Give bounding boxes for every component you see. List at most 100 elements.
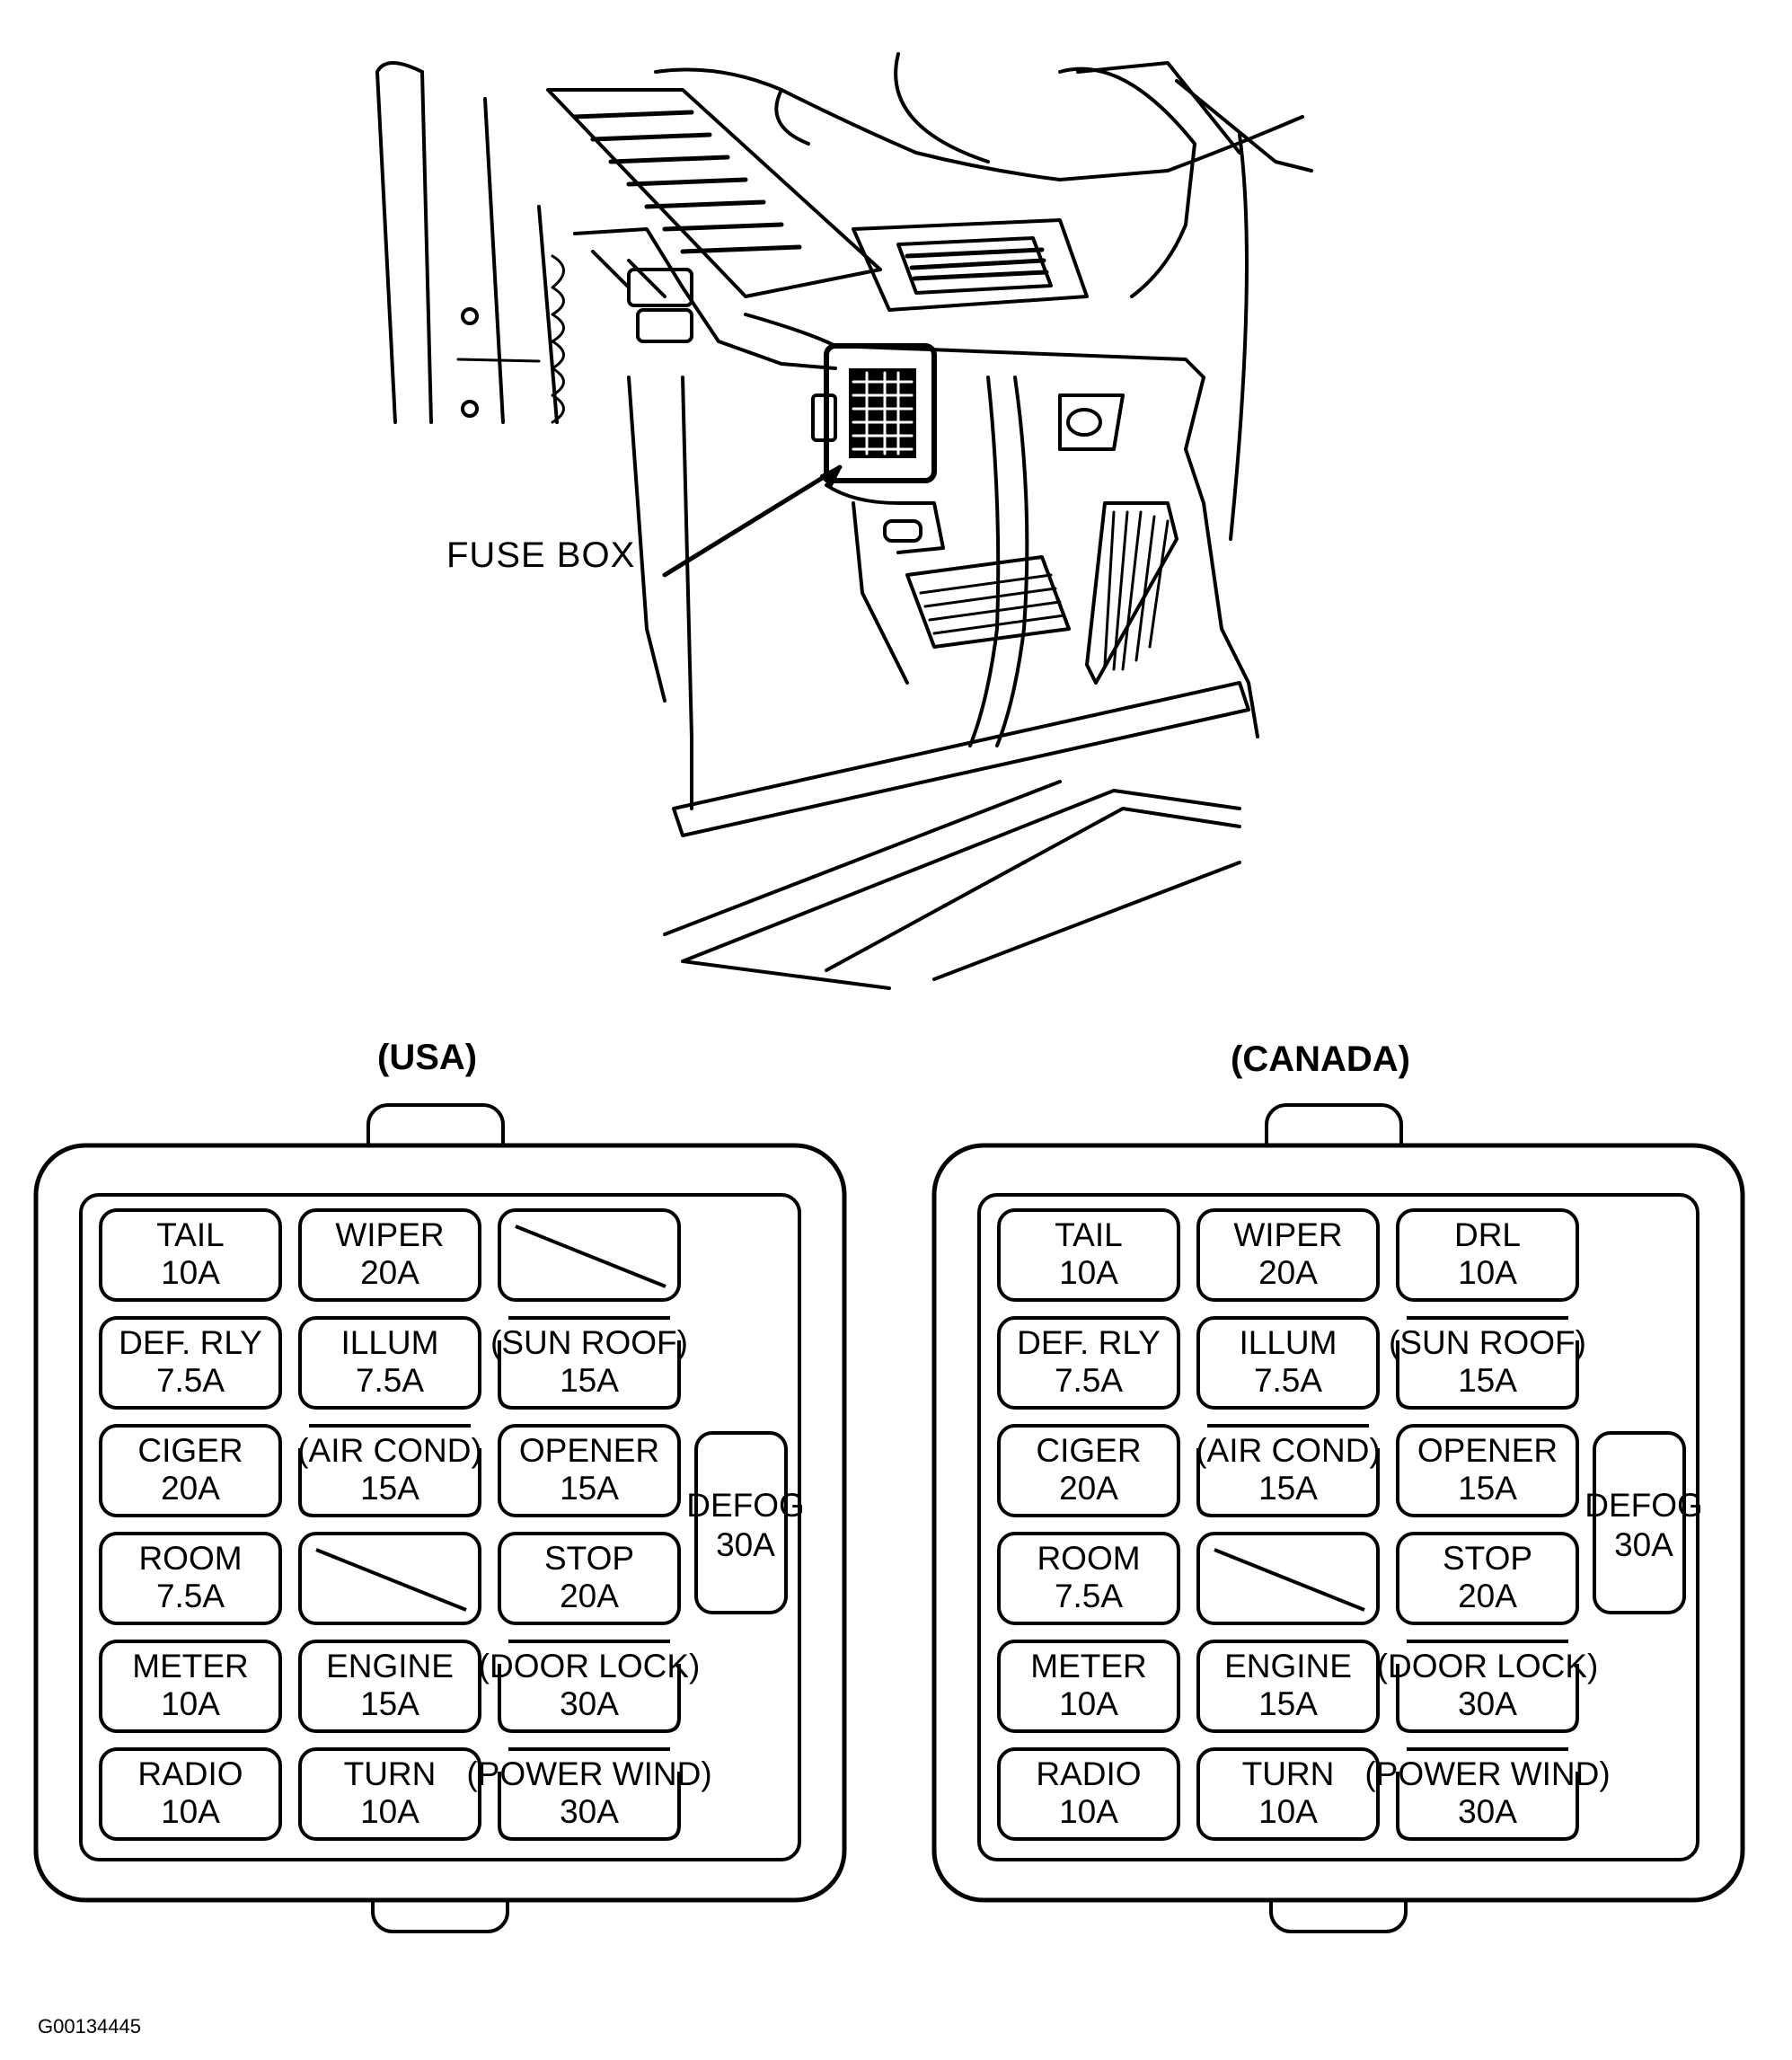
fuse-rating: 15A <box>360 1470 419 1507</box>
fuse-power-wind: (POWER WIND)30A <box>1364 1747 1611 1841</box>
fuse-name: (DOOR LOCK) <box>479 1648 701 1684</box>
fuse-rating: 10A <box>161 1685 220 1722</box>
fuse-rating: 15A <box>560 1470 619 1507</box>
fuse-empty-slash <box>1214 1548 1365 1612</box>
fuse-rating: 15A <box>1258 1470 1318 1507</box>
fuse-name: OPENER <box>519 1432 659 1469</box>
fuse-rating: 15A <box>1458 1362 1517 1399</box>
fuse-name: TURN <box>344 1755 437 1792</box>
fuse-name: ENGINE <box>326 1648 454 1684</box>
fuse-name: (AIR COND) <box>1196 1432 1381 1469</box>
fuse-body <box>498 1424 681 1517</box>
fuse-empty-slash <box>315 1548 467 1612</box>
fuse-name: DEFOG <box>1585 1487 1703 1524</box>
fuse-body <box>1396 1532 1579 1625</box>
fuse-name: METER <box>132 1648 249 1684</box>
fuse-rating: 10A <box>1059 1793 1118 1830</box>
fuse-rating: 20A <box>1258 1254 1318 1291</box>
fuse-body <box>99 1208 282 1302</box>
fuse-rating: 10A <box>161 1254 220 1291</box>
fuse-name: (POWER WIND) <box>1364 1755 1610 1792</box>
fuse-rating: 30A <box>560 1793 619 1830</box>
fuse-rating: 7.5A <box>156 1578 225 1614</box>
fuse-name: (AIR COND) <box>297 1432 482 1469</box>
fuse-rating: 20A <box>161 1470 220 1507</box>
fuse-body <box>1396 1424 1579 1517</box>
fuse-body <box>997 1747 1180 1841</box>
fuse-body <box>1196 1640 1380 1733</box>
fuse-name: CIGER <box>137 1432 243 1469</box>
fuse-rating: 30A <box>1614 1526 1673 1563</box>
fuse-name: DEFOG <box>686 1487 805 1524</box>
dashboard-illustration <box>375 52 1313 990</box>
fuse-rating: 10A <box>1258 1793 1318 1830</box>
fuse-name: TAIL <box>1055 1216 1122 1253</box>
panel-title-canada: (CANADA) <box>1231 1039 1410 1079</box>
fuse-box-label: FUSE BOX <box>446 535 636 575</box>
fuse-slot-empty <box>1196 1532 1380 1625</box>
fuse-body <box>1196 1208 1380 1302</box>
fuse-body <box>99 1640 282 1733</box>
fuse-name: ILLUM <box>341 1324 439 1361</box>
fuse-sun-roof: (SUN ROOF)15A <box>490 1316 688 1410</box>
fuse-name: OPENER <box>1417 1432 1558 1469</box>
fuse-rating: 20A <box>560 1578 619 1614</box>
fuse-rating: 7.5A <box>156 1362 225 1399</box>
fuse-body <box>498 1208 681 1302</box>
fuse-name: (SUN ROOF) <box>490 1324 688 1361</box>
fuse-body <box>1196 1747 1380 1841</box>
fuse-rating: 10A <box>360 1793 419 1830</box>
fuse-name: (SUN ROOF) <box>1389 1324 1586 1361</box>
fuse-body <box>498 1340 681 1410</box>
fuse-door-lock: (DOOR LOCK)30A <box>1377 1640 1599 1733</box>
fuse-name: (POWER WIND) <box>466 1755 711 1792</box>
fuse-name: (DOOR LOCK) <box>1377 1648 1599 1684</box>
fuse-body <box>1593 1431 1686 1614</box>
panel-title-usa: (USA) <box>377 1038 478 1077</box>
fuse-body <box>99 1424 282 1517</box>
fuse-rating: 7.5A <box>1254 1362 1322 1399</box>
fuse-body <box>997 1424 1180 1517</box>
panel-inner-frame <box>977 1193 1699 1861</box>
fuse-rating: 7.5A <box>1055 1578 1123 1614</box>
fuse-rating: 20A <box>1458 1578 1517 1614</box>
fuse-name: STOP <box>544 1540 634 1577</box>
fuse-door-lock: (DOOR LOCK)30A <box>479 1640 701 1733</box>
fuse-name: ENGINE <box>1224 1648 1352 1684</box>
panel-outer-shell <box>33 1143 847 1903</box>
fuse-rating: 15A <box>1458 1470 1517 1507</box>
fuse-rating: 15A <box>560 1362 619 1399</box>
fuse-rating: 30A <box>1458 1685 1517 1722</box>
fuse-body <box>99 1316 282 1410</box>
fuse-body <box>1396 1664 1579 1733</box>
fuse-name: TAIL <box>156 1216 224 1253</box>
fuse-rating: 30A <box>560 1685 619 1722</box>
fuse-name: STOP <box>1443 1540 1532 1577</box>
fuse-rating: 10A <box>1059 1685 1118 1722</box>
fuse-body <box>298 1747 481 1841</box>
fuse-name: CIGER <box>1036 1432 1141 1469</box>
fuse-name: METER <box>1030 1648 1147 1684</box>
fuse-body <box>694 1431 788 1614</box>
fuse-body <box>298 1448 481 1517</box>
fuse-body <box>997 1532 1180 1625</box>
fuse-rating: 30A <box>1458 1793 1517 1830</box>
fuse-rating: 20A <box>360 1254 419 1291</box>
fuse-body <box>1196 1316 1380 1410</box>
fuse-body <box>997 1640 1180 1733</box>
fuse-slot-empty <box>498 1208 681 1302</box>
